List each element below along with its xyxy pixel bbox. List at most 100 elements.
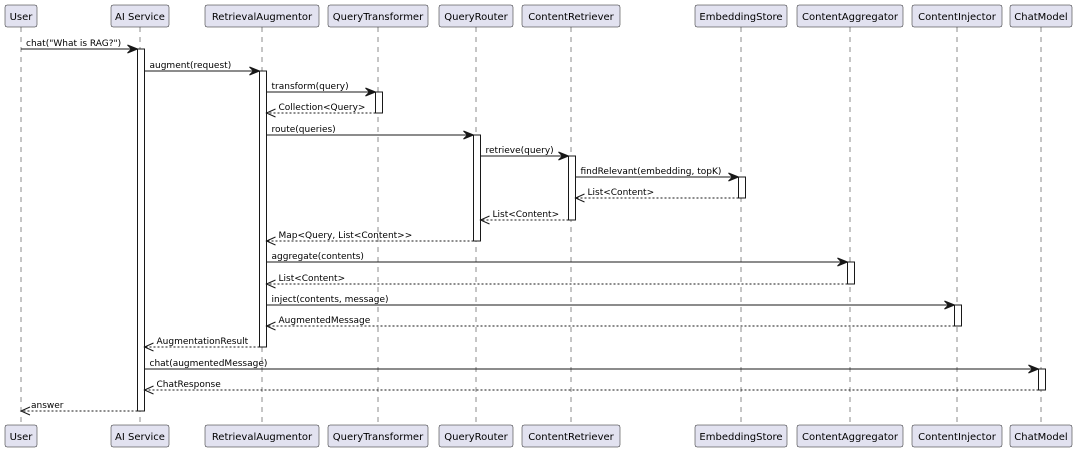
message-label: retrieve(query)	[486, 146, 554, 156]
participant-ai-top: AI Service	[110, 4, 170, 28]
message-13: AugmentedMessage	[265, 316, 955, 331]
participant-label: ContentRetriever	[528, 12, 614, 23]
activation-bar-es	[738, 176, 746, 199]
participant-box	[327, 4, 429, 28]
message-label: List<Content>	[588, 188, 655, 198]
participant-box	[1009, 4, 1073, 28]
message-12: inject(contents, message)	[266, 295, 956, 310]
participant-cr-top: ContentRetriever	[521, 4, 621, 28]
participant-ci-top: ContentInjector	[911, 4, 1003, 28]
participant-box	[110, 424, 170, 448]
message-label: ChatResponse	[157, 380, 222, 390]
message-14: AugmentationResult	[143, 337, 260, 352]
message-label: Map<Query, List<Content>>	[279, 231, 413, 241]
participant-label: RetrievalAugmentor	[212, 432, 313, 443]
participant-box	[1009, 424, 1073, 448]
arrowhead	[463, 130, 475, 140]
message-label: AugmentedMessage	[279, 316, 371, 326]
message-10: aggregate(contents)	[266, 252, 849, 267]
arrowhead	[143, 342, 154, 352]
activation-bar-ca	[847, 261, 855, 285]
arrowhead	[249, 66, 261, 76]
participant-cr-bottom: ContentRetriever	[521, 424, 621, 448]
message-label: findRelevant(embedding, topK)	[581, 167, 722, 177]
participant-label: QueryRouter	[444, 432, 508, 443]
message-17: answer	[19, 401, 138, 416]
participant-label: ContentAggregator	[802, 12, 899, 23]
participant-ci-bottom: ContentInjector	[911, 424, 1003, 448]
participant-box	[327, 424, 429, 448]
participant-label: ChatModel	[1014, 432, 1067, 443]
message-16: ChatResponse	[143, 380, 1039, 395]
participant-ra-top: RetrievalAugmentor	[204, 4, 320, 28]
activation-bars	[137, 48, 1046, 412]
participant-box	[110, 4, 170, 28]
participant-qt-top: QueryTransformer	[327, 4, 429, 28]
participant-label: User	[10, 12, 34, 23]
participant-box	[438, 424, 514, 448]
activation-bar-qr	[473, 134, 481, 242]
participant-label: ContentAggregator	[802, 432, 899, 443]
activation-bar-ra	[259, 70, 267, 348]
participant-label: ContentInjector	[918, 432, 997, 443]
message-15: chat(augmentedMessage)	[144, 359, 1040, 374]
participant-ra-bottom: RetrievalAugmentor	[204, 424, 320, 448]
participant-label: RetrievalAugmentor	[212, 12, 313, 23]
participant-cm-bottom: ChatModel	[1009, 424, 1073, 448]
participant-box	[911, 4, 1003, 28]
arrowhead	[265, 279, 276, 289]
message-9: Map<Query, List<Content>>	[265, 231, 474, 246]
activation-bar-cm	[1038, 368, 1046, 391]
participant-box	[796, 424, 904, 448]
participant-es-top: EmbeddingStore	[694, 4, 788, 28]
participant-box	[911, 424, 1003, 448]
participant-box	[204, 4, 320, 28]
participant-box	[694, 4, 788, 28]
message-label: chat(augmentedMessage)	[150, 359, 268, 369]
activation-bar-cr	[568, 155, 576, 221]
message-8: List<Content>	[479, 210, 569, 225]
participant-box	[521, 4, 621, 28]
participant-box	[204, 424, 320, 448]
arrowhead	[1028, 364, 1040, 374]
arrowhead	[365, 87, 377, 97]
message-7: List<Content>	[574, 188, 739, 203]
participant-label: EmbeddingStore	[699, 432, 782, 443]
participant-label: User	[10, 432, 34, 443]
participant-user-top: User	[4, 4, 38, 28]
message-label: answer	[31, 401, 64, 411]
participant-label: QueryTransformer	[333, 432, 424, 443]
message-2: transform(query)	[266, 82, 377, 97]
message-label: transform(query)	[272, 82, 349, 92]
participant-label: AI Service	[115, 432, 165, 443]
message-6: findRelevant(embedding, topK)	[575, 167, 740, 182]
participant-label: QueryTransformer	[333, 12, 424, 23]
message-3: Collection<Query>	[265, 103, 376, 118]
participant-label: ContentRetriever	[528, 432, 614, 443]
arrowhead	[19, 406, 31, 416]
message-label: aggregate(contents)	[272, 252, 364, 262]
arrowhead	[574, 193, 585, 203]
participant-label: AI Service	[115, 12, 165, 23]
message-label: List<Content>	[493, 210, 560, 220]
message-0: chat("What is RAG?")	[21, 39, 139, 54]
arrowhead	[479, 215, 490, 225]
participant-label: QueryRouter	[444, 12, 508, 23]
participant-label: ContentInjector	[918, 12, 997, 23]
message-label: inject(contents, message)	[272, 295, 389, 305]
arrowhead	[728, 172, 740, 182]
arrowhead	[837, 257, 849, 267]
arrowhead	[944, 300, 956, 310]
participant-ca-bottom: ContentAggregator	[796, 424, 904, 448]
arrowhead	[143, 385, 154, 395]
participant-qr-bottom: QueryRouter	[438, 424, 514, 448]
participant-box	[694, 424, 788, 448]
participant-es-bottom: EmbeddingStore	[694, 424, 788, 448]
participant-box	[4, 4, 38, 28]
participant-box	[796, 4, 904, 28]
participant-box	[521, 424, 621, 448]
message-label: route(queries)	[272, 125, 336, 135]
activation-bar-qt	[375, 91, 383, 114]
arrowhead	[265, 321, 276, 331]
